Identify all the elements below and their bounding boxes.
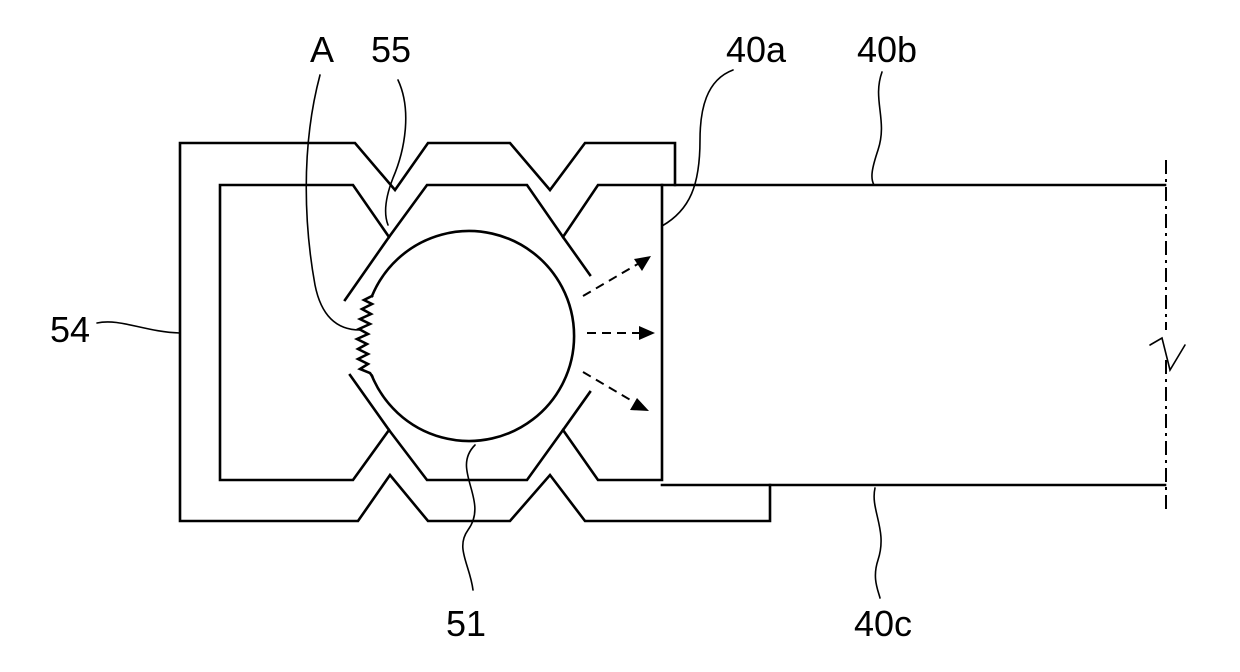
label-40b: 40b (857, 29, 917, 70)
leader-40a (662, 70, 733, 226)
label-40a: 40a (726, 29, 787, 70)
light-rays (583, 256, 655, 411)
light-guide-plate (662, 185, 1165, 485)
lamp (372, 231, 574, 441)
break-symbol (1150, 338, 1185, 370)
label-A: A (310, 29, 334, 70)
leader-54 (97, 322, 180, 333)
label-51: 51 (446, 603, 486, 644)
leader-40c (874, 488, 881, 598)
leader-51 (463, 445, 475, 590)
label-40c: 40c (854, 603, 912, 644)
reflector-diagonals (345, 237, 590, 430)
leader-40b (872, 72, 882, 185)
label-54: 54 (50, 309, 90, 350)
leader-55 (386, 80, 406, 225)
outer-housing (180, 143, 770, 521)
zigzag-surface (357, 296, 372, 376)
label-55: 55 (371, 29, 411, 70)
